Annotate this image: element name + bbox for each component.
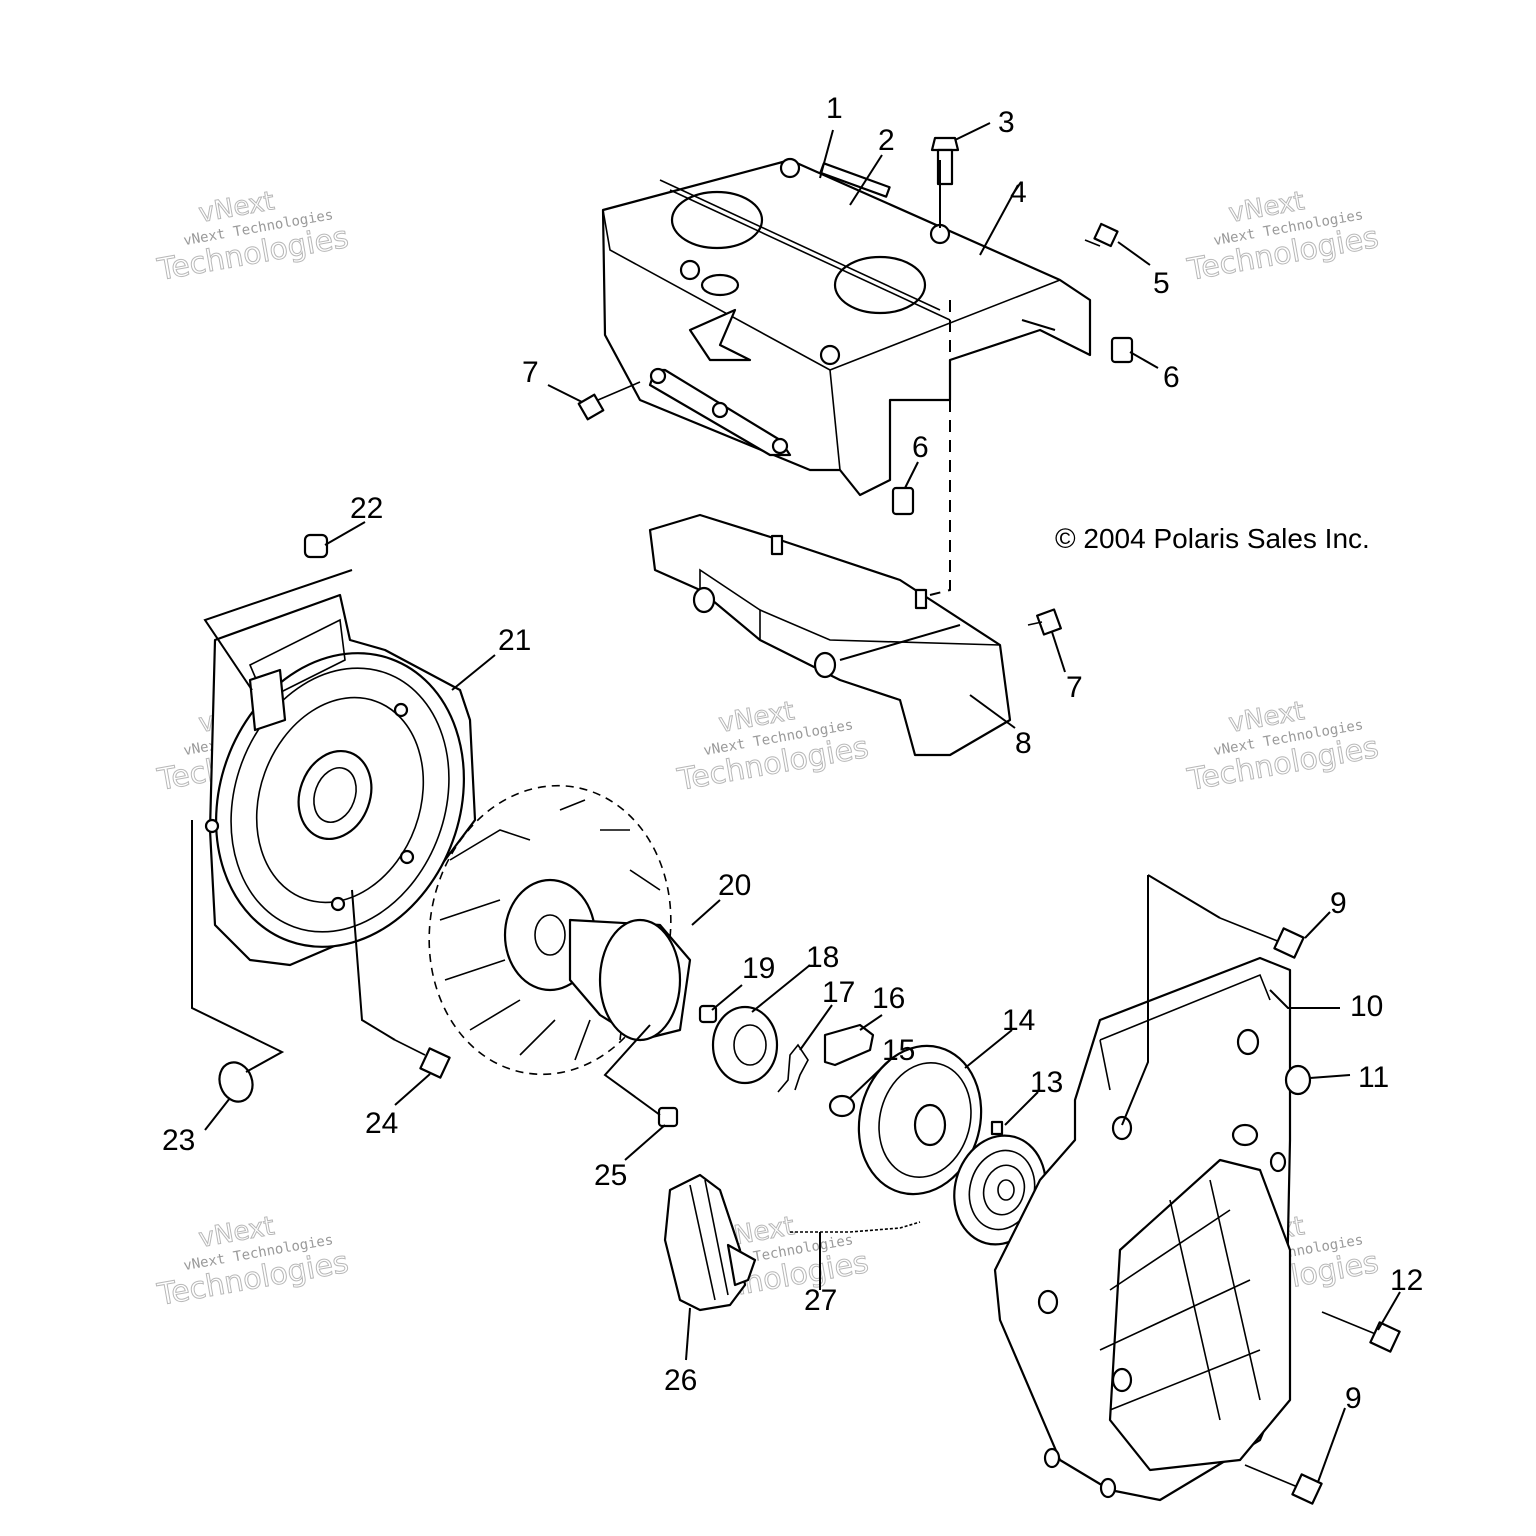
bolt-3 — [930, 136, 960, 186]
callout-16: 16 — [872, 982, 905, 1015]
screw-5 — [1084, 222, 1119, 248]
callout-4: 4 — [1010, 176, 1027, 209]
callout-19: 19 — [742, 952, 775, 985]
spring-17 — [777, 1043, 809, 1093]
callout-12: 12 — [1390, 1264, 1423, 1297]
callout-20: 20 — [718, 869, 751, 902]
bolt-25 — [657, 1106, 679, 1128]
callout-22: 22 — [350, 492, 383, 525]
callout-17: 17 — [822, 976, 855, 1009]
bolt-12 — [1321, 1311, 1401, 1353]
starter-rope-27 — [790, 1221, 921, 1233]
assembly-lines — [191, 160, 1221, 1126]
lower-duct-8 — [648, 513, 1012, 757]
top-shroud-cover — [601, 157, 1092, 497]
callout-2: 2 — [878, 124, 895, 157]
callout-6a: 6 — [1163, 361, 1180, 394]
watermark: vNext vNext Technologies Technologies — [154, 1211, 352, 1314]
grommet-6a — [1110, 336, 1134, 364]
recoil-housing-10 — [993, 956, 1292, 1502]
callout-3: 3 — [998, 106, 1015, 139]
fan-housing-21 — [204, 593, 477, 967]
callout-25: 25 — [594, 1159, 627, 1192]
callout-7b: 7 — [1066, 671, 1083, 704]
bushing-22 — [303, 533, 329, 559]
pulley-14 — [857, 1044, 983, 1196]
callout-24: 24 — [365, 1107, 398, 1140]
starter-handle-26 — [663, 1173, 757, 1312]
callout-6b: 6 — [912, 431, 929, 464]
bolt-24 — [394, 1039, 451, 1079]
watermark: vNext vNext Technologies Technologies — [154, 186, 352, 289]
callout-8: 8 — [1015, 727, 1032, 760]
pawl-16 — [823, 1023, 875, 1067]
callout-15: 15 — [882, 1034, 915, 1067]
screw-7b — [1027, 608, 1062, 636]
cap-23 — [218, 1061, 254, 1103]
watermark: vNext vNext Technologies Technologies — [674, 696, 872, 799]
leader-lines — [204, 122, 1401, 1483]
watermark: vNext vNext Technologies Technologies — [1184, 186, 1382, 289]
bolt-9b — [1244, 1464, 1323, 1505]
grommet-6b — [891, 486, 915, 516]
screw-7a — [577, 381, 641, 421]
callout-21: 21 — [498, 624, 531, 657]
ring-15 — [828, 1094, 856, 1118]
watermark: vNext vNext Technologies Technologies — [1184, 696, 1382, 799]
bolt-9a — [1219, 917, 1305, 959]
callout-1: 1 — [826, 92, 843, 125]
callout-7a: 7 — [522, 356, 539, 389]
callout-11: 11 — [1358, 1061, 1389, 1094]
copyright-notice: © 2004 Polaris Sales Inc. — [1055, 523, 1370, 554]
callout-23: 23 — [162, 1124, 195, 1157]
callout-14: 14 — [1002, 1004, 1035, 1037]
callouts: 1 2 3 4 5 6 6 7 7 8 9 9 10 11 12 13 14 1… — [162, 92, 1423, 1415]
callout-27: 27 — [804, 1284, 837, 1317]
callout-26: 26 — [664, 1364, 697, 1397]
callout-9b: 9 — [1345, 1382, 1362, 1415]
callout-10: 10 — [1350, 990, 1383, 1023]
callout-13: 13 — [1030, 1066, 1063, 1099]
callout-5: 5 — [1153, 267, 1170, 300]
callout-9a: 9 — [1330, 887, 1347, 920]
plug-11 — [1284, 1064, 1312, 1096]
callout-18: 18 — [806, 941, 839, 974]
plate-18 — [711, 1005, 779, 1085]
fan-flywheel-20 — [428, 784, 692, 1076]
